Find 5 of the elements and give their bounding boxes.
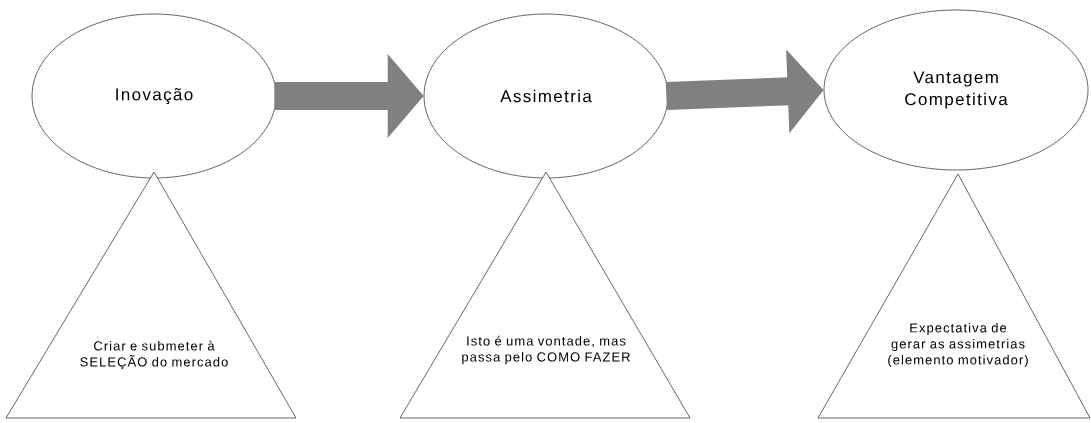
triangle: Criar e submeter à SELEÇÃO do mercado [5, 171, 297, 419]
node-label: Isto é uma vontade, mas passa pelo COMO FAZER [462, 335, 630, 365]
node-label: Criar e submeter à SELEÇÃO do mercado [80, 340, 228, 370]
triangle: Isto é uma vontade, mas passa pelo COMO FAZER [399, 171, 691, 419]
triangle: Expectativa de gerar as assimetrias (elemento motivador) [817, 173, 1091, 419]
